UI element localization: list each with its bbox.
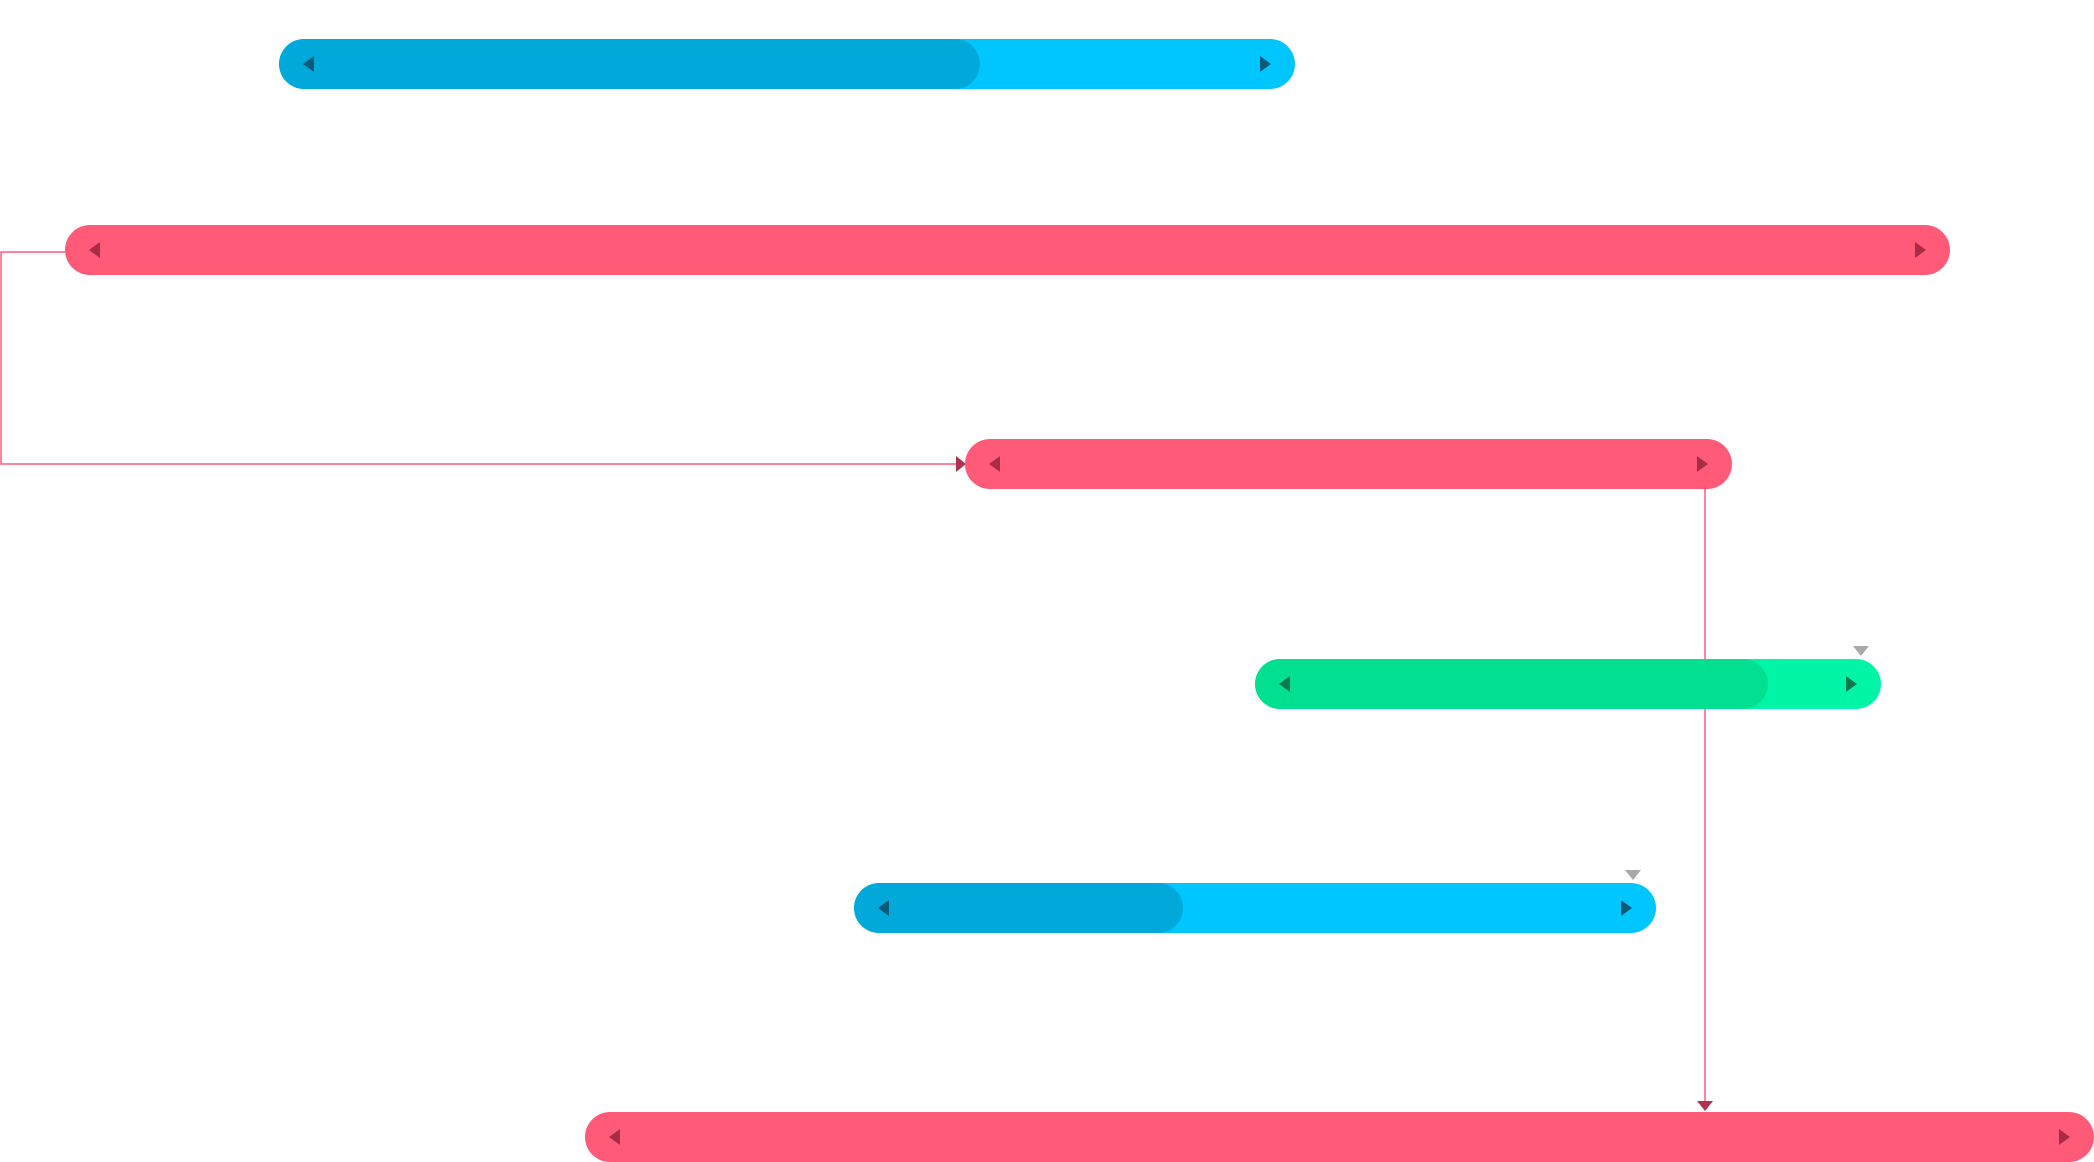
task-bar-t5[interactable] xyxy=(854,883,1656,933)
resize-left-handle-icon[interactable] xyxy=(303,56,314,72)
resize-left-handle-icon[interactable] xyxy=(878,900,889,916)
task-progress-fill[interactable] xyxy=(279,39,981,89)
link-line-start-to-start xyxy=(0,251,958,465)
resize-right-handle-icon[interactable] xyxy=(2059,1129,2070,1145)
resize-right-handle-icon[interactable] xyxy=(1621,900,1632,916)
resize-right-handle-icon[interactable] xyxy=(1260,56,1271,72)
resize-left-handle-icon[interactable] xyxy=(989,456,1000,472)
resize-right-handle-icon[interactable] xyxy=(1846,676,1857,692)
link-line-finish-to-start xyxy=(1703,463,1706,1102)
deadline-marker-icon xyxy=(1853,646,1869,656)
resize-left-handle-icon[interactable] xyxy=(89,242,100,258)
link-arrow-icon xyxy=(1697,1101,1713,1111)
resize-right-handle-icon[interactable] xyxy=(1697,456,1708,472)
task-bar-t2[interactable] xyxy=(65,225,1950,275)
task-progress-fill[interactable] xyxy=(854,883,1183,933)
resize-left-handle-icon[interactable] xyxy=(609,1129,620,1145)
task-bar-t6[interactable] xyxy=(585,1112,2094,1162)
task-progress-fill[interactable] xyxy=(1255,659,1769,709)
task-bar-t1[interactable] xyxy=(279,39,1295,89)
deadline-marker-icon xyxy=(1625,870,1641,880)
resize-right-handle-icon[interactable] xyxy=(1915,242,1926,258)
task-bar-t4[interactable] xyxy=(1255,659,1881,709)
task-bar-t3[interactable] xyxy=(965,439,1732,489)
resize-left-handle-icon[interactable] xyxy=(1279,676,1290,692)
